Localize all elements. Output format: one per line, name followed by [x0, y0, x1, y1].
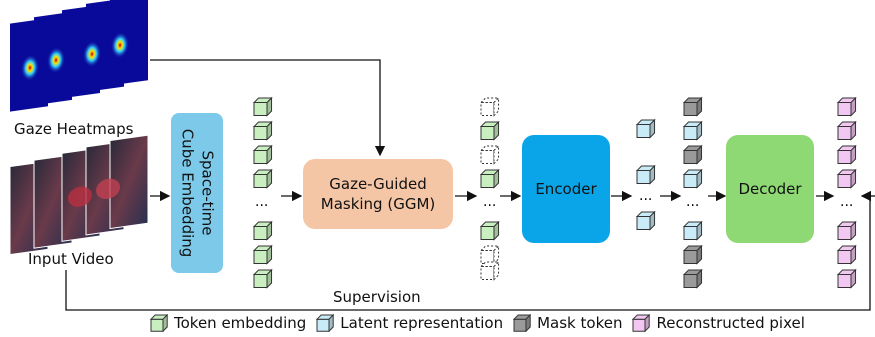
- ellipsis-text: ...: [255, 194, 268, 210]
- legend-item-reconstructed-pixel: Reconstructed pixel: [632, 314, 805, 332]
- masked-token-cube: [479, 144, 500, 165]
- masked-token-cube: [479, 244, 500, 265]
- latent-representation-cube: [635, 164, 656, 185]
- reconstructed-pixel-cube: [836, 144, 857, 165]
- ellipsis-text: ...: [840, 194, 853, 210]
- masked-token-cube: [479, 260, 500, 281]
- mask-token-cube: [682, 268, 703, 289]
- latent-representation-cube: [635, 210, 656, 231]
- reconstructed-pixel-cube: [836, 168, 857, 189]
- token-embedding-cube: [252, 96, 273, 117]
- legend-item-mask-token: Mask token: [513, 314, 622, 332]
- token-embedding-cube: [252, 144, 273, 165]
- token-embedding-cube: [252, 268, 273, 289]
- ellipsis-text: ...: [483, 194, 496, 210]
- reconstructed-pixel-cube: [836, 96, 857, 117]
- latent-representation-cube: [682, 120, 703, 141]
- reconstructed-pixel-cube: [836, 120, 857, 141]
- mask-token-cube: [682, 244, 703, 265]
- visible-token-cube: [479, 168, 500, 189]
- supervision-label: Supervision: [333, 288, 421, 306]
- latent-representation-cube: [682, 220, 703, 241]
- latent-cube-icon: [316, 314, 335, 332]
- cube-embedding-label: Space-time Cube Embedding: [178, 128, 217, 258]
- token-embedding-cube: [252, 120, 273, 141]
- decoder-box: Decoder: [726, 135, 814, 243]
- visible-token-cube: [479, 220, 500, 241]
- reconstructed-pixel-cube: [836, 220, 857, 241]
- mask-cube-icon: [513, 314, 532, 332]
- ellipsis-text: ...: [639, 188, 652, 204]
- reconstructed-pixel-cube: [836, 244, 857, 265]
- legend-label: Mask token: [537, 314, 623, 332]
- legend-item-latent-representation: Latent representation: [316, 314, 503, 332]
- reconstructed-pixel-cube: [836, 268, 857, 289]
- gaze-guided-masking-box: Gaze-Guided Masking (GGM): [303, 159, 453, 229]
- recon-cube-icon: [632, 314, 651, 332]
- legend-label: Latent representation: [340, 314, 504, 332]
- latent-representation-cube: [682, 168, 703, 189]
- legend: Token embedding Latent representation Ma…: [150, 314, 815, 332]
- token-embedding-cube: [252, 168, 273, 189]
- encoder-label: Encoder: [535, 180, 597, 198]
- input-video-stack: [9, 134, 149, 256]
- legend-label: Reconstructed pixel: [656, 314, 805, 332]
- ggm-label: Gaze-Guided Masking (GGM): [320, 175, 436, 213]
- decoder-label: Decoder: [738, 180, 802, 198]
- encoder-box: Encoder: [522, 135, 610, 243]
- ellipsis-text: ...: [686, 194, 699, 210]
- token-cube-columns: ...............: [252, 96, 857, 289]
- cube-embedding-box: Space-time Cube Embedding: [171, 113, 223, 273]
- token-embedding-cube: [252, 244, 273, 265]
- token-embedding-cube: [252, 220, 273, 241]
- connector-lines: [65, 59, 875, 311]
- legend-label: Token embedding: [174, 314, 307, 332]
- mask-token-cube: [682, 96, 703, 117]
- token-cube-icon: [150, 314, 168, 332]
- legend-item-token-embedding: Token embedding: [150, 314, 306, 332]
- input-video-label: Input Video: [28, 250, 114, 268]
- latent-representation-cube: [635, 118, 656, 139]
- mask-token-cube: [682, 144, 703, 165]
- gaze-heatmaps-label: Gaze Heatmaps: [14, 120, 134, 138]
- visible-token-cube: [479, 120, 500, 141]
- masked-token-cube: [479, 96, 500, 117]
- gaze-heatmap-stack: [10, 0, 148, 112]
